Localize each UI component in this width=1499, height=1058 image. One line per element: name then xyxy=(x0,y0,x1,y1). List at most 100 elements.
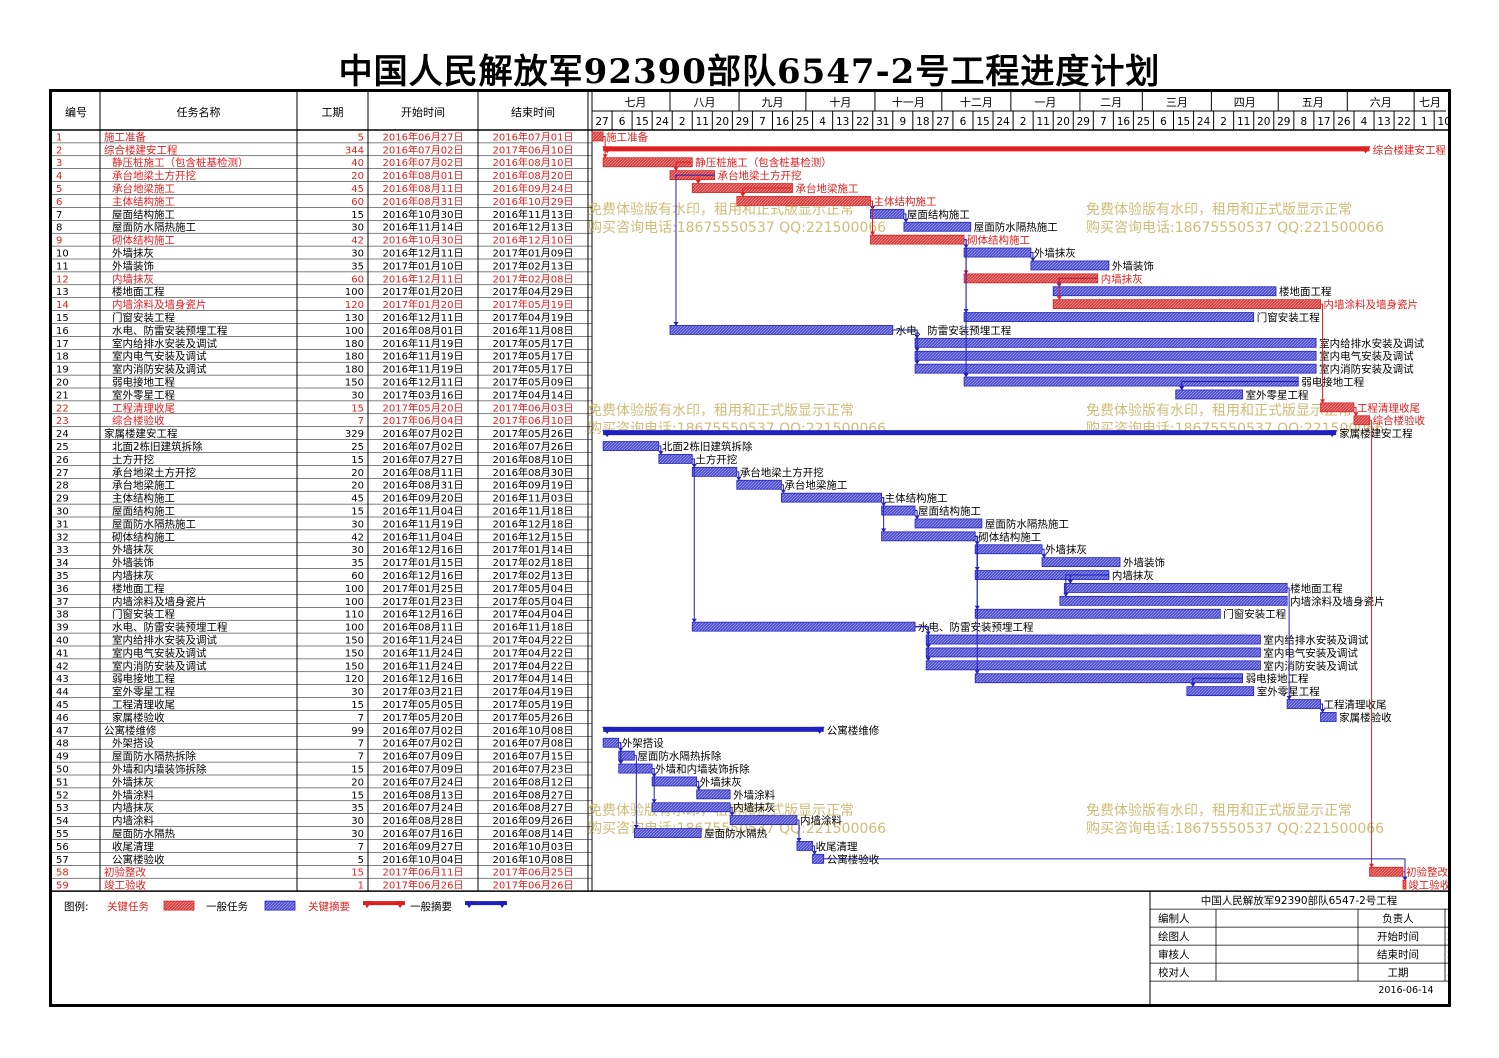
task-id: 31 xyxy=(56,519,69,530)
gantt-frame: 编号任务名称工期开始时间结束时间七月八月九月十月十一月十二月一月二月三月四月五月… xyxy=(49,89,1451,1007)
task-id: 42 xyxy=(56,661,69,672)
dependency-arrow xyxy=(914,515,920,520)
bar-label: 收尾清理 xyxy=(816,840,858,853)
task-name: 工程清理收尾 xyxy=(112,698,175,711)
task-start: 2016年07月02日 xyxy=(383,440,464,453)
task-bar xyxy=(651,802,731,813)
dependency-arrow xyxy=(796,837,802,842)
task-bar xyxy=(669,325,894,335)
task-duration: 7 xyxy=(358,752,364,763)
task-start: 2016年11月24日 xyxy=(383,646,464,659)
task-id: 54 xyxy=(56,816,69,827)
day-label: 7 xyxy=(1100,116,1107,128)
day-label: 7 xyxy=(759,116,766,128)
task-bar xyxy=(780,492,883,503)
watermark-text: 免费体验版有水印，租用和正式版显示正常 xyxy=(588,202,854,218)
task-duration: 100 xyxy=(345,584,364,595)
task-duration: 42 xyxy=(351,236,364,247)
task-start: 2017年05月20日 xyxy=(383,711,464,724)
task-start: 2016年07月24日 xyxy=(383,801,464,814)
summary-start-marker xyxy=(602,726,613,734)
task-end: 2017年04月22日 xyxy=(493,659,574,672)
task-end: 2016年09月26日 xyxy=(493,814,574,827)
summary-bar xyxy=(603,726,824,732)
task-bar xyxy=(881,531,976,542)
legend-critical-task-swatch xyxy=(163,900,195,911)
task-duration: 30 xyxy=(351,545,364,556)
summary-bar xyxy=(603,430,1337,436)
bar-label: 承台地梁土方开挖 xyxy=(740,466,824,479)
task-name: 屋面防水隔热拆除 xyxy=(112,750,196,763)
dependency-line xyxy=(975,535,978,674)
dependency-arrow xyxy=(673,167,679,172)
task-name: 公寓楼验收 xyxy=(112,853,165,866)
task-bar xyxy=(903,221,972,232)
task-name: 室内给排水安装及调试 xyxy=(112,634,217,647)
task-bar xyxy=(1320,712,1337,722)
task-duration: 15 xyxy=(351,507,364,518)
day-label: 27 xyxy=(595,116,608,128)
dependency-line xyxy=(603,135,606,158)
bar-label: 屋面结构施工 xyxy=(907,208,970,221)
task-name: 综合楼建安工程 xyxy=(104,143,178,156)
task-bar xyxy=(914,363,1317,374)
task-end: 2017年04月29日 xyxy=(493,285,574,298)
task-id: 13 xyxy=(56,287,69,298)
bar-label: 公寓楼维修 xyxy=(827,724,880,737)
day-label: 25 xyxy=(1137,116,1150,128)
task-name: 收尾清理 xyxy=(112,840,154,853)
month-label: 九月 xyxy=(761,96,783,109)
bar-label: 室内消防安装及调试 xyxy=(1319,363,1414,376)
task-id: 28 xyxy=(56,481,69,492)
dependency-arrow xyxy=(602,154,608,159)
day-label: 11 xyxy=(1237,116,1250,128)
task-start: 2016年06月27日 xyxy=(383,130,464,143)
day-label: 20 xyxy=(1057,116,1070,128)
bar-label: 屋面结构施工 xyxy=(918,505,981,518)
bar-label: 外墙抹灰 xyxy=(700,775,742,788)
task-end: 2017年04月22日 xyxy=(493,646,574,659)
task-id: 19 xyxy=(56,365,69,376)
task-bar xyxy=(1030,260,1110,271)
task-id: 7 xyxy=(56,210,62,221)
task-duration: 7 xyxy=(358,713,364,724)
dependency-arrow xyxy=(1067,579,1073,584)
bar-label: 外墙抹灰 xyxy=(1045,543,1087,556)
task-name: 门窗安装工程 xyxy=(112,608,175,621)
task-duration: 20 xyxy=(351,481,364,492)
dependency-arrow xyxy=(691,618,697,623)
task-name: 外墙装饰 xyxy=(112,556,154,569)
task-end: 2016年08月20日 xyxy=(493,169,574,182)
task-bar xyxy=(729,815,798,826)
footer-project: 中国人民解放军92390部队6547-2号工程 xyxy=(1201,894,1398,907)
footer-value: 365天 xyxy=(1447,968,1448,979)
task-name: 水电、防雷安装预埋工程 xyxy=(112,324,228,337)
bar-label: 家属楼验收 xyxy=(1339,711,1392,724)
task-id: 46 xyxy=(56,713,69,724)
dependency-arrow xyxy=(658,450,664,455)
task-name: 初验整改 xyxy=(104,866,146,879)
task-start: 2016年11月04日 xyxy=(383,530,464,543)
task-name: 内墙抹灰 xyxy=(112,569,154,582)
bar-label: 外墙和内墙装饰拆除 xyxy=(655,763,750,776)
bar-label: 土方开挖 xyxy=(695,453,737,466)
task-name: 外墙抹灰 xyxy=(112,543,154,556)
task-name: 内墙抹灰 xyxy=(112,272,154,285)
task-id: 17 xyxy=(56,339,69,350)
task-id: 48 xyxy=(56,739,69,750)
legend-critical-summary-label: 关键摘要 xyxy=(308,900,350,913)
day-label: 11 xyxy=(1036,116,1049,128)
dependency-arrow xyxy=(881,528,887,533)
day-label: 27 xyxy=(936,116,949,128)
task-duration: 7 xyxy=(358,739,364,750)
task-start: 2016年11月24日 xyxy=(383,659,464,672)
task-name: 室内消防安装及调试 xyxy=(112,659,207,672)
bar-label: 内墙抹灰 xyxy=(1112,569,1154,582)
dependency-arrow xyxy=(673,321,679,326)
task-start: 2016年11月19日 xyxy=(383,517,464,530)
task-start: 2016年12月16日 xyxy=(383,672,464,685)
task-start: 2016年11月19日 xyxy=(383,363,464,376)
task-end: 2017年04月19日 xyxy=(493,311,574,324)
footer-label: 结束时间 xyxy=(1377,948,1419,961)
bar-label: 室外零星工程 xyxy=(1246,388,1309,401)
